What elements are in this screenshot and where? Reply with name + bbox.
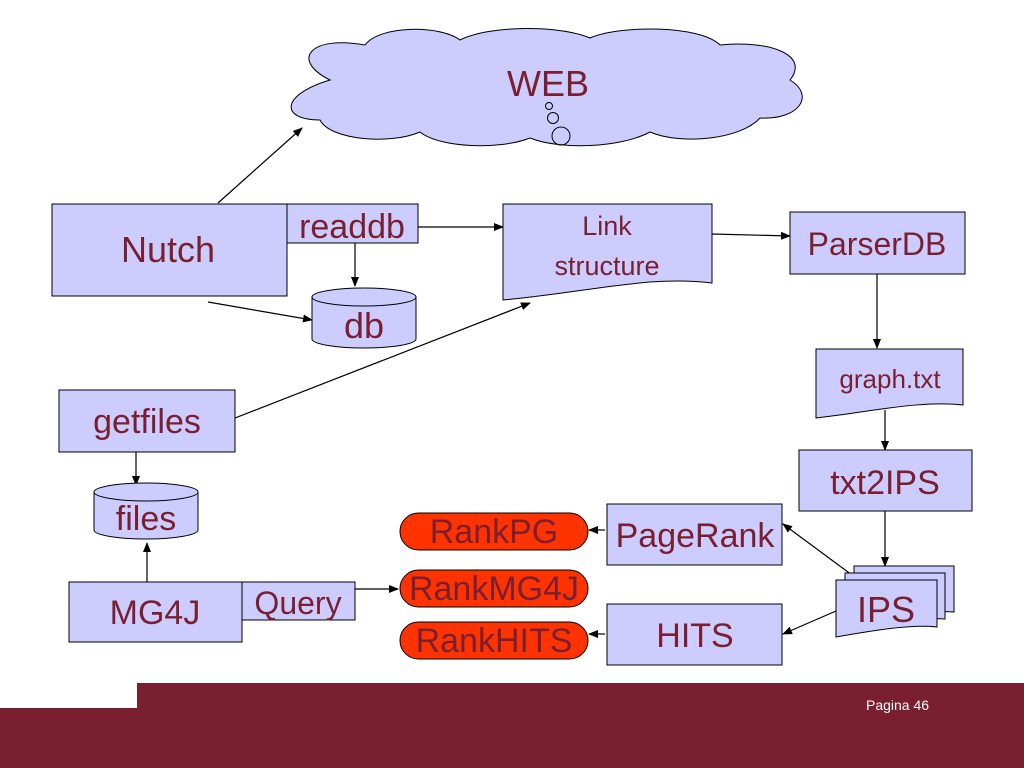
web-cloud: WEB [290, 28, 803, 147]
link-structure-line1: Link [582, 211, 632, 241]
footer-notch [0, 683, 137, 708]
edge-getfiles-link [234, 302, 531, 419]
link-structure-line2: structure [554, 251, 659, 281]
pagerank-node: PageRank [606, 503, 783, 566]
readdb-label: readdb [299, 208, 405, 246]
mg4j-node: MG4J [68, 581, 243, 643]
txt2ips-node: txt2IPS [798, 449, 973, 512]
parserdb-label: ParserDB [808, 226, 947, 262]
txt2ips-label: txt2IPS [830, 464, 940, 502]
files-label: files [116, 500, 176, 538]
ips-label: IPS [857, 589, 915, 630]
rankhits-label: RankHITS [416, 622, 573, 660]
edge-nutch-web [217, 127, 303, 204]
rankmg4j-label: RankMG4J [409, 570, 579, 608]
parserdb-node: ParserDB [789, 211, 966, 275]
edge-ips-pagerank [782, 523, 853, 576]
rankpg-label: RankPG [430, 513, 559, 551]
db-label: db [344, 305, 384, 346]
nutch-node: Nutch [51, 203, 288, 297]
readdb-node: readdb [286, 203, 419, 246]
pagerank-label: PageRank [616, 517, 776, 555]
rankpg-pill: RankPG [399, 512, 589, 551]
web-label: WEB [507, 63, 589, 104]
page-number: Pagina 46 [866, 697, 930, 713]
getfiles-label: getfiles [93, 403, 201, 441]
graph-txt-document: graph.txt [815, 348, 964, 419]
edge-link-parserdb [711, 231, 791, 240]
edge-ips-hits [782, 610, 837, 635]
ips-multidocument: IPS [835, 565, 955, 638]
edge-nutch-db [207, 301, 313, 323]
hits-label: HITS [656, 617, 733, 655]
query-label: Query [254, 585, 341, 621]
rankmg4j-pill: RankMG4J [399, 569, 589, 608]
footer-bar [0, 683, 1024, 768]
files-cylinder: files [93, 482, 199, 540]
getfiles-node: getfiles [58, 389, 236, 453]
query-node: Query [241, 581, 356, 621]
rankhits-pill: RankHITS [399, 621, 589, 660]
db-cylinder: db [311, 287, 417, 349]
hits-node: HITS [606, 603, 783, 666]
nutch-label: Nutch [121, 229, 215, 270]
link-structure-document: Link structure [502, 203, 713, 301]
graph-txt-label: graph.txt [839, 364, 941, 394]
mg4j-label: MG4J [110, 594, 201, 632]
